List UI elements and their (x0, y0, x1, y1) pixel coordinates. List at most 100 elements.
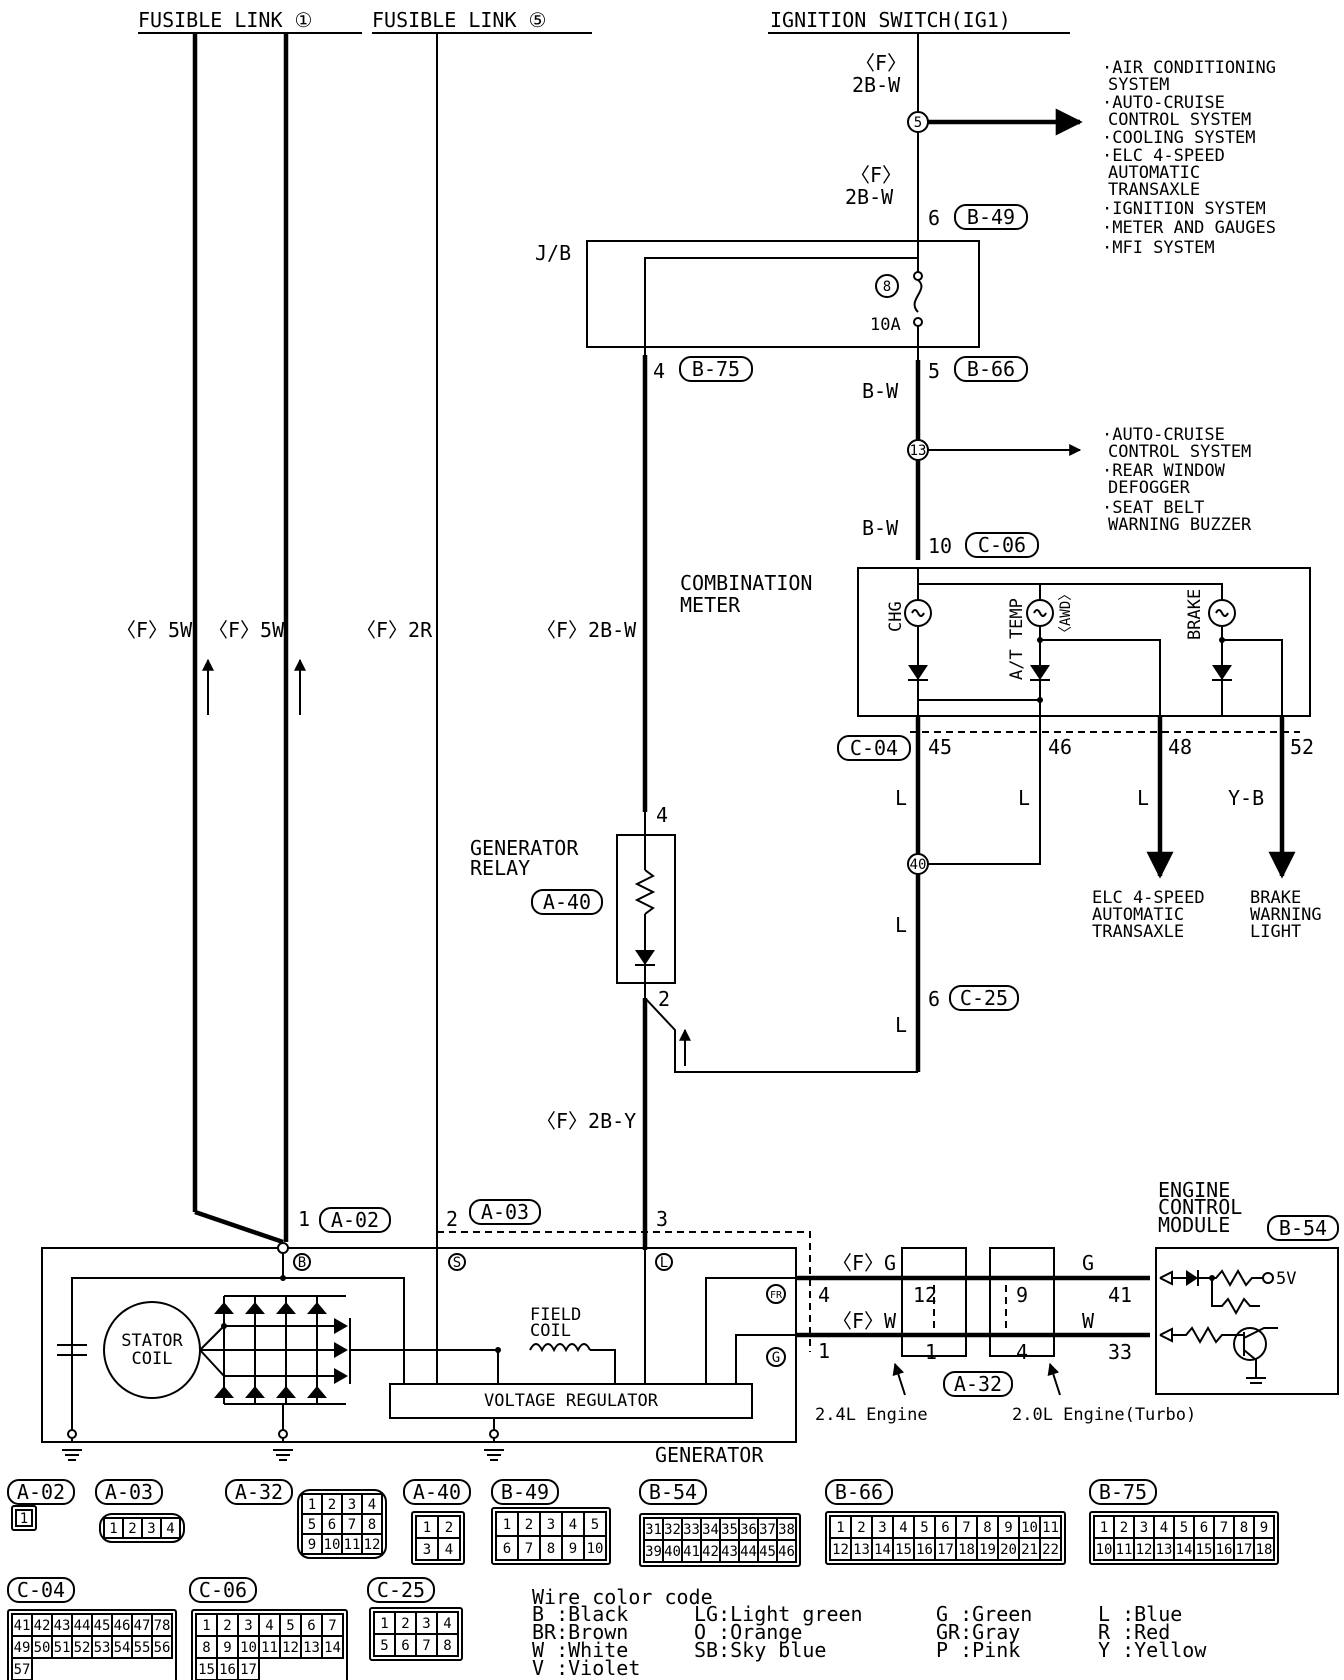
connector-pin-label: 1 (1100, 1520, 1108, 1536)
connector-view-tag (825, 1479, 893, 1505)
connector-pin-label: 39 (645, 1544, 662, 1560)
ig-wire-b-line1: 〈F〉 (850, 163, 902, 187)
fusible-link-1-label: FUSIBLE LINK ① (138, 8, 312, 32)
junction-block (586, 240, 980, 348)
legend-item: B :Black (532, 1602, 628, 1626)
terminal-fr-badge (766, 1284, 786, 1304)
ig-wire-a-line2: 2B-W (852, 73, 901, 97)
connector-pin-label: 15 (895, 1542, 912, 1558)
a32-tag (943, 1371, 1013, 1397)
connector-pin-label: 6 (503, 1541, 511, 1557)
b75-pin: 4 (653, 359, 665, 383)
connector-pin-label: 11 (1042, 1520, 1059, 1536)
ecm-g-wire: G (1082, 1251, 1094, 1275)
ecm-5v-terminal (1262, 1272, 1274, 1284)
ground-symbol (484, 1418, 504, 1461)
connector-pin-label: 34 (702, 1522, 719, 1538)
connector-pin-label: 13 (1156, 1542, 1173, 1558)
connector-pin-cell (583, 1535, 607, 1561)
terminal-b-label: B (298, 1255, 306, 1271)
a02-tag-label: A-02 (331, 1208, 379, 1232)
legend-item: P :Pink (936, 1638, 1020, 1662)
connector-pin-label: 4 (166, 1521, 174, 1537)
connector-view-body (369, 1607, 463, 1661)
wire-color-legend: Wire color code B :Black BR:Brown W :Whi… (532, 1585, 1207, 1680)
ig-branch-item: ·ELC 4-SPEED (1102, 146, 1225, 166)
connector-pin-label: 32 (664, 1522, 681, 1538)
legend-item: BR:Brown (532, 1620, 628, 1644)
combination-meter-box (857, 567, 1311, 717)
ig-branch-item: ·IGNITION SYSTEM (1102, 199, 1266, 219)
at-temp-branch-48 (1040, 639, 1161, 716)
connector-pin-label: 2 (857, 1520, 865, 1536)
terminal-g-badge (766, 1347, 786, 1367)
combination-meter-label-2: METER (680, 593, 741, 617)
connector-pin-label: 11 (1116, 1542, 1133, 1558)
ground-terminal (278, 1429, 288, 1439)
connector-pin-label: 2 (401, 1616, 409, 1632)
a40-tag (531, 889, 603, 915)
ig-branch-item: TRANSAXLE (1108, 180, 1200, 200)
rectifier-diode-icon (245, 1302, 265, 1314)
connector-view-body (411, 1511, 465, 1565)
connector-pin-label: 4 (1160, 1520, 1168, 1536)
connector-pin-label: 52 (74, 1640, 91, 1656)
connector-pin-label: 7 (1220, 1520, 1228, 1536)
c04-pin-48: 48 (1168, 735, 1192, 759)
connector-pin-label: 31 (645, 1522, 662, 1538)
legend-item: W :White (532, 1638, 628, 1662)
at-temp-junction-dot (1037, 637, 1043, 643)
splice-5-label: 5 (914, 115, 922, 131)
connector-pin-cell (1039, 1537, 1062, 1561)
connector-pin-label: 9 (1260, 1520, 1268, 1536)
connector-pin-label: 4 (569, 1517, 577, 1533)
b54-tag (1267, 1215, 1339, 1241)
ecm-pin-41: 41 (1108, 1283, 1132, 1307)
connector-pin-label: 5 (591, 1517, 599, 1533)
connector-pin-label: 21 (1021, 1542, 1038, 1558)
c04-pin-46: 46 (1048, 735, 1072, 759)
ig-wire-a-line1: 〈F〉 (855, 51, 907, 75)
connector-pin-label: 4 (368, 1497, 376, 1513)
jb-internal-wire (644, 240, 919, 355)
jb-fuse-id-circle (875, 274, 899, 298)
connector-pin-label: 7 (422, 1638, 430, 1654)
connector-view-tag (367, 1577, 435, 1603)
terminal-g-label: G (772, 1350, 780, 1366)
fl1-wire-b-label: 〈F〉5W (208, 618, 285, 642)
connector-pin-label: 8 (202, 1640, 210, 1656)
ecm-5v-label: 5V (1276, 1269, 1296, 1289)
engine-24l-arrow (892, 1362, 906, 1396)
ig-branch-item: CONTROL SYSTEM (1108, 110, 1251, 130)
connector-pin-label: 18 (1256, 1542, 1273, 1558)
stator-coil-label-1: STATOR (121, 1331, 183, 1351)
legend-item: O :Orange (694, 1620, 802, 1644)
connector-pin-label: 2 (328, 1497, 336, 1513)
connector-view-body (191, 1609, 348, 1680)
connector-pin-label: 51 (54, 1640, 71, 1656)
connector-pin-cell (361, 1533, 383, 1555)
connector-pin-label: 43 (721, 1544, 738, 1560)
wire-l-low: L (895, 1013, 907, 1037)
l-wire-46 (928, 716, 1041, 865)
connector-pin-label: 14 (1176, 1542, 1193, 1558)
connector-pin-label: 2 (223, 1618, 231, 1634)
connector-pin-label: 22 (1042, 1542, 1059, 1558)
connector-pin-label: 17 (1236, 1542, 1253, 1558)
connector-view-body (297, 1489, 387, 1559)
ecm-label-1: ENGINE (1158, 1178, 1230, 1202)
connector-view-body (11, 1505, 37, 1531)
ecm-transistor-icon (1233, 1327, 1267, 1361)
connector-pin-label: 45 (759, 1544, 776, 1560)
connector-pin-label: 9 (223, 1640, 231, 1656)
branch-13-item: WARNING BUZZER (1108, 515, 1252, 535)
b49-pin: 6 (928, 206, 940, 230)
connector-pin-label: 4 (265, 1618, 273, 1634)
connector-pin-label: 4 (445, 1542, 453, 1558)
c04-pin-45: 45 (928, 735, 952, 759)
rectifier-diode-icon (276, 1386, 296, 1398)
jb-label: J/B (535, 241, 571, 265)
connector-pin-label: 3 (348, 1497, 356, 1513)
connector-pin-cell (160, 1517, 181, 1539)
terminal-fr-label: FR (770, 1290, 783, 1301)
